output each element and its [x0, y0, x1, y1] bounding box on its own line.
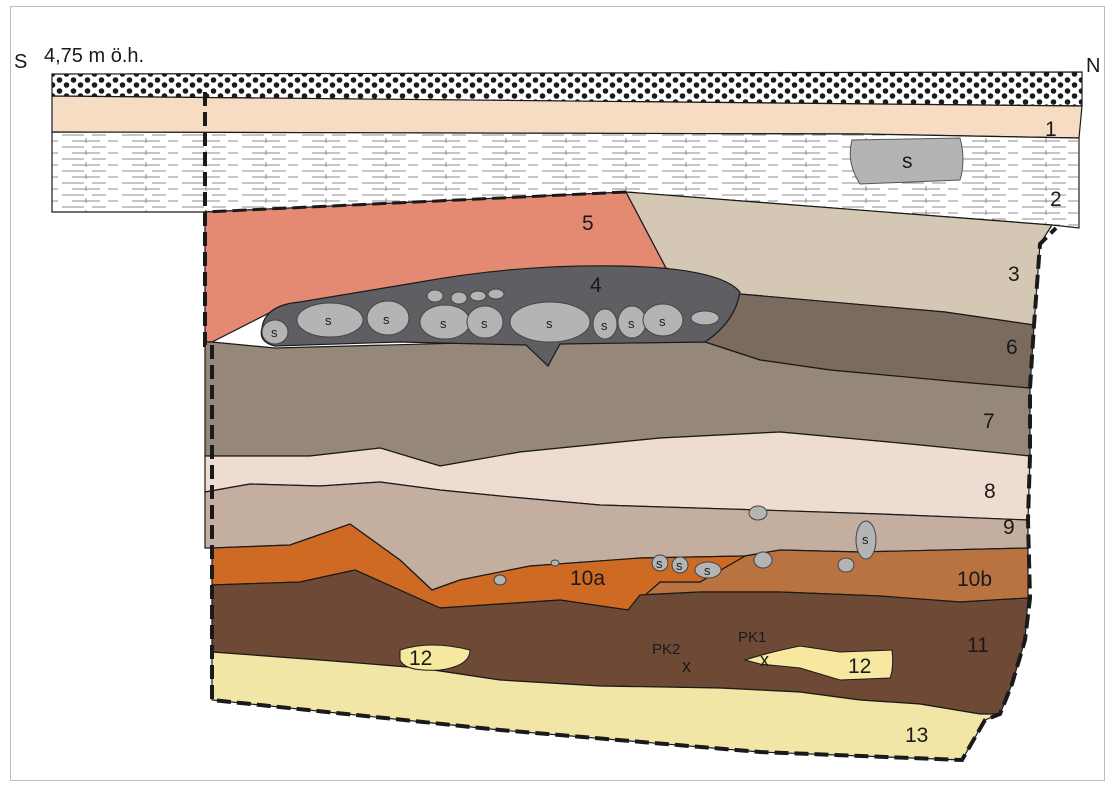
- stone-label: s: [862, 532, 869, 547]
- stone-label: s: [546, 316, 553, 331]
- sample-pk1-label: PK1: [738, 629, 766, 646]
- stone-label: s: [383, 312, 390, 327]
- stone-label: s: [481, 316, 488, 331]
- stone-label: s: [440, 316, 447, 331]
- layer-3-label: 3: [1008, 263, 1020, 286]
- stone-label: s: [659, 314, 666, 329]
- layer-6-label: 6: [1006, 336, 1018, 359]
- sample-pk2-label: PK2: [652, 641, 680, 658]
- layer-10a-label: 10a: [570, 567, 605, 590]
- layer-11-label: 11: [967, 634, 989, 657]
- stone-label: s: [676, 558, 683, 573]
- sample-pk1-mark: x: [760, 650, 769, 670]
- layer-13-label: 13: [905, 724, 928, 747]
- layer-1-label: 1: [1045, 118, 1057, 141]
- stone-label: s: [902, 150, 913, 173]
- north-label: N: [1086, 55, 1100, 77]
- layer-2-label: 2: [1050, 188, 1062, 211]
- layer-4-label: 4: [590, 274, 602, 297]
- layer-5-label: 5: [582, 212, 594, 235]
- layer-12-label: 12: [409, 647, 432, 670]
- layer-12-label: 12: [848, 655, 871, 678]
- stone-label: s: [656, 556, 663, 571]
- stone-label: s: [325, 313, 332, 328]
- elevation-label: 4,75 m ö.h.: [44, 45, 144, 67]
- south-label: S: [14, 51, 27, 73]
- stone-label: s: [271, 325, 278, 340]
- layer-7-label: 7: [983, 410, 995, 433]
- layer-9-label: 9: [1003, 516, 1015, 539]
- layer-8-label: 8: [984, 480, 996, 503]
- layer-10b-label: 10b: [957, 568, 992, 591]
- stone-label: s: [628, 316, 635, 331]
- stone-label: s: [704, 563, 711, 578]
- sample-pk2-mark: x: [682, 656, 691, 676]
- stone-label: s: [601, 318, 608, 333]
